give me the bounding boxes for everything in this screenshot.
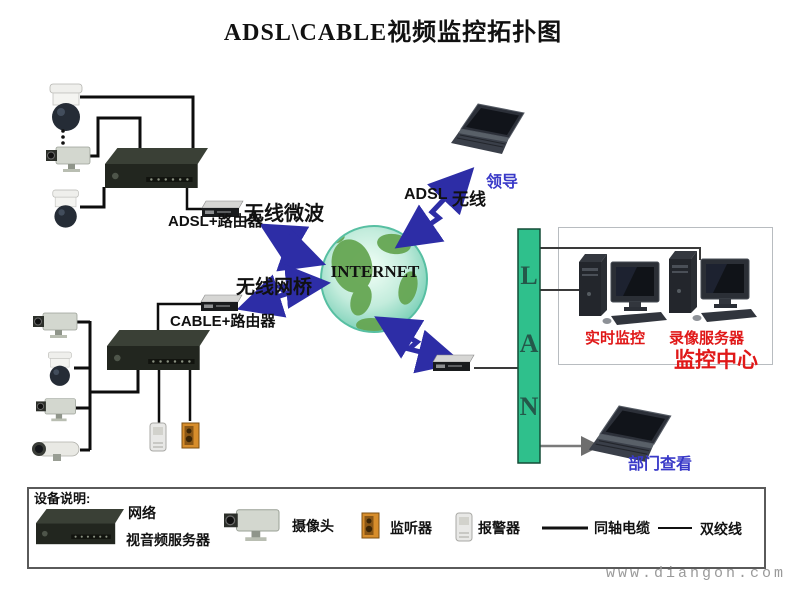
bullet-camera-icon — [31, 441, 80, 462]
monitor-center-box — [558, 227, 773, 365]
box-camera-3-icon — [35, 398, 77, 422]
wireless-link-label: 无线 — [452, 190, 486, 209]
legend-camera-label: 摄像头 — [292, 518, 334, 534]
legend-listener-label: 监听器 — [390, 520, 432, 536]
box-camera-icon — [45, 146, 91, 173]
watermark: www.diangon.com — [606, 565, 786, 582]
lan-letter-l: L — [520, 261, 538, 290]
bolt-adsl-wireless — [394, 167, 475, 249]
legend-server-label-2: 视音频服务器 — [126, 532, 210, 548]
bolt-adsl-microwave — [259, 223, 327, 272]
video-server-2-icon — [107, 330, 210, 370]
legend-coaxial-label: 同轴电缆 — [594, 520, 650, 536]
bolt-wireless-bridge — [236, 264, 331, 318]
adsl-router-label: ADSL+路由器 — [168, 213, 263, 230]
internet-label: INTERNET — [330, 262, 420, 281]
realtime-monitor-label: 实时监控 — [585, 330, 646, 347]
dome-camera-icon — [52, 189, 79, 229]
dome-camera-2-icon — [47, 351, 72, 387]
legend-server-icon — [36, 509, 124, 545]
legend-alarm-label: 报警器 — [478, 520, 520, 536]
lan-modem-icon — [432, 354, 475, 372]
page-title: ADSL\CABLE视频监控拓扑图 — [223, 20, 563, 46]
lan-letter-n: N — [519, 392, 539, 421]
lan-connectors — [474, 247, 701, 369]
lan-bar — [517, 228, 541, 464]
legend-server-label-1: 网络 — [128, 505, 156, 521]
more-cameras-dots — [61, 129, 65, 145]
leader-label: 领导 — [486, 174, 519, 191]
record-server-label: 录像服务器 — [669, 330, 745, 347]
wireless-bridge-label: 无线网桥 — [236, 277, 313, 298]
legend-twisted-label: 双绞线 — [700, 521, 742, 537]
lan-letter-a: A — [519, 329, 539, 358]
listener-speaker-icon — [181, 422, 200, 449]
dept-view-label: 部门查看 — [628, 456, 693, 473]
realtime-pc-icon — [578, 253, 668, 326]
legend-camera-icon — [223, 509, 280, 542]
leader-laptop-icon — [450, 103, 525, 155]
cable-router-label: CABLE+路由器 — [170, 313, 276, 330]
alarm-sensor-icon — [149, 422, 167, 452]
bolt-to-lan-modem — [374, 316, 463, 374]
adsl-link-label: ADSL — [404, 186, 448, 203]
legend-box — [27, 487, 766, 569]
legend-header: 设备说明: — [34, 491, 91, 506]
record-server-pc-icon — [668, 250, 758, 323]
wireless-microwave-label: 无线微波 — [244, 203, 324, 225]
monitor-center-label: 监控中心 — [674, 349, 758, 372]
wireless-bolts — [236, 167, 475, 374]
legend-alarm-icon — [455, 512, 473, 542]
box-camera-2-icon — [32, 312, 78, 339]
video-server-1-icon — [105, 148, 208, 188]
coax-connectors — [74, 95, 202, 452]
legend-listener-icon — [361, 512, 380, 539]
ptz-dome-camera-icon — [49, 83, 83, 132]
